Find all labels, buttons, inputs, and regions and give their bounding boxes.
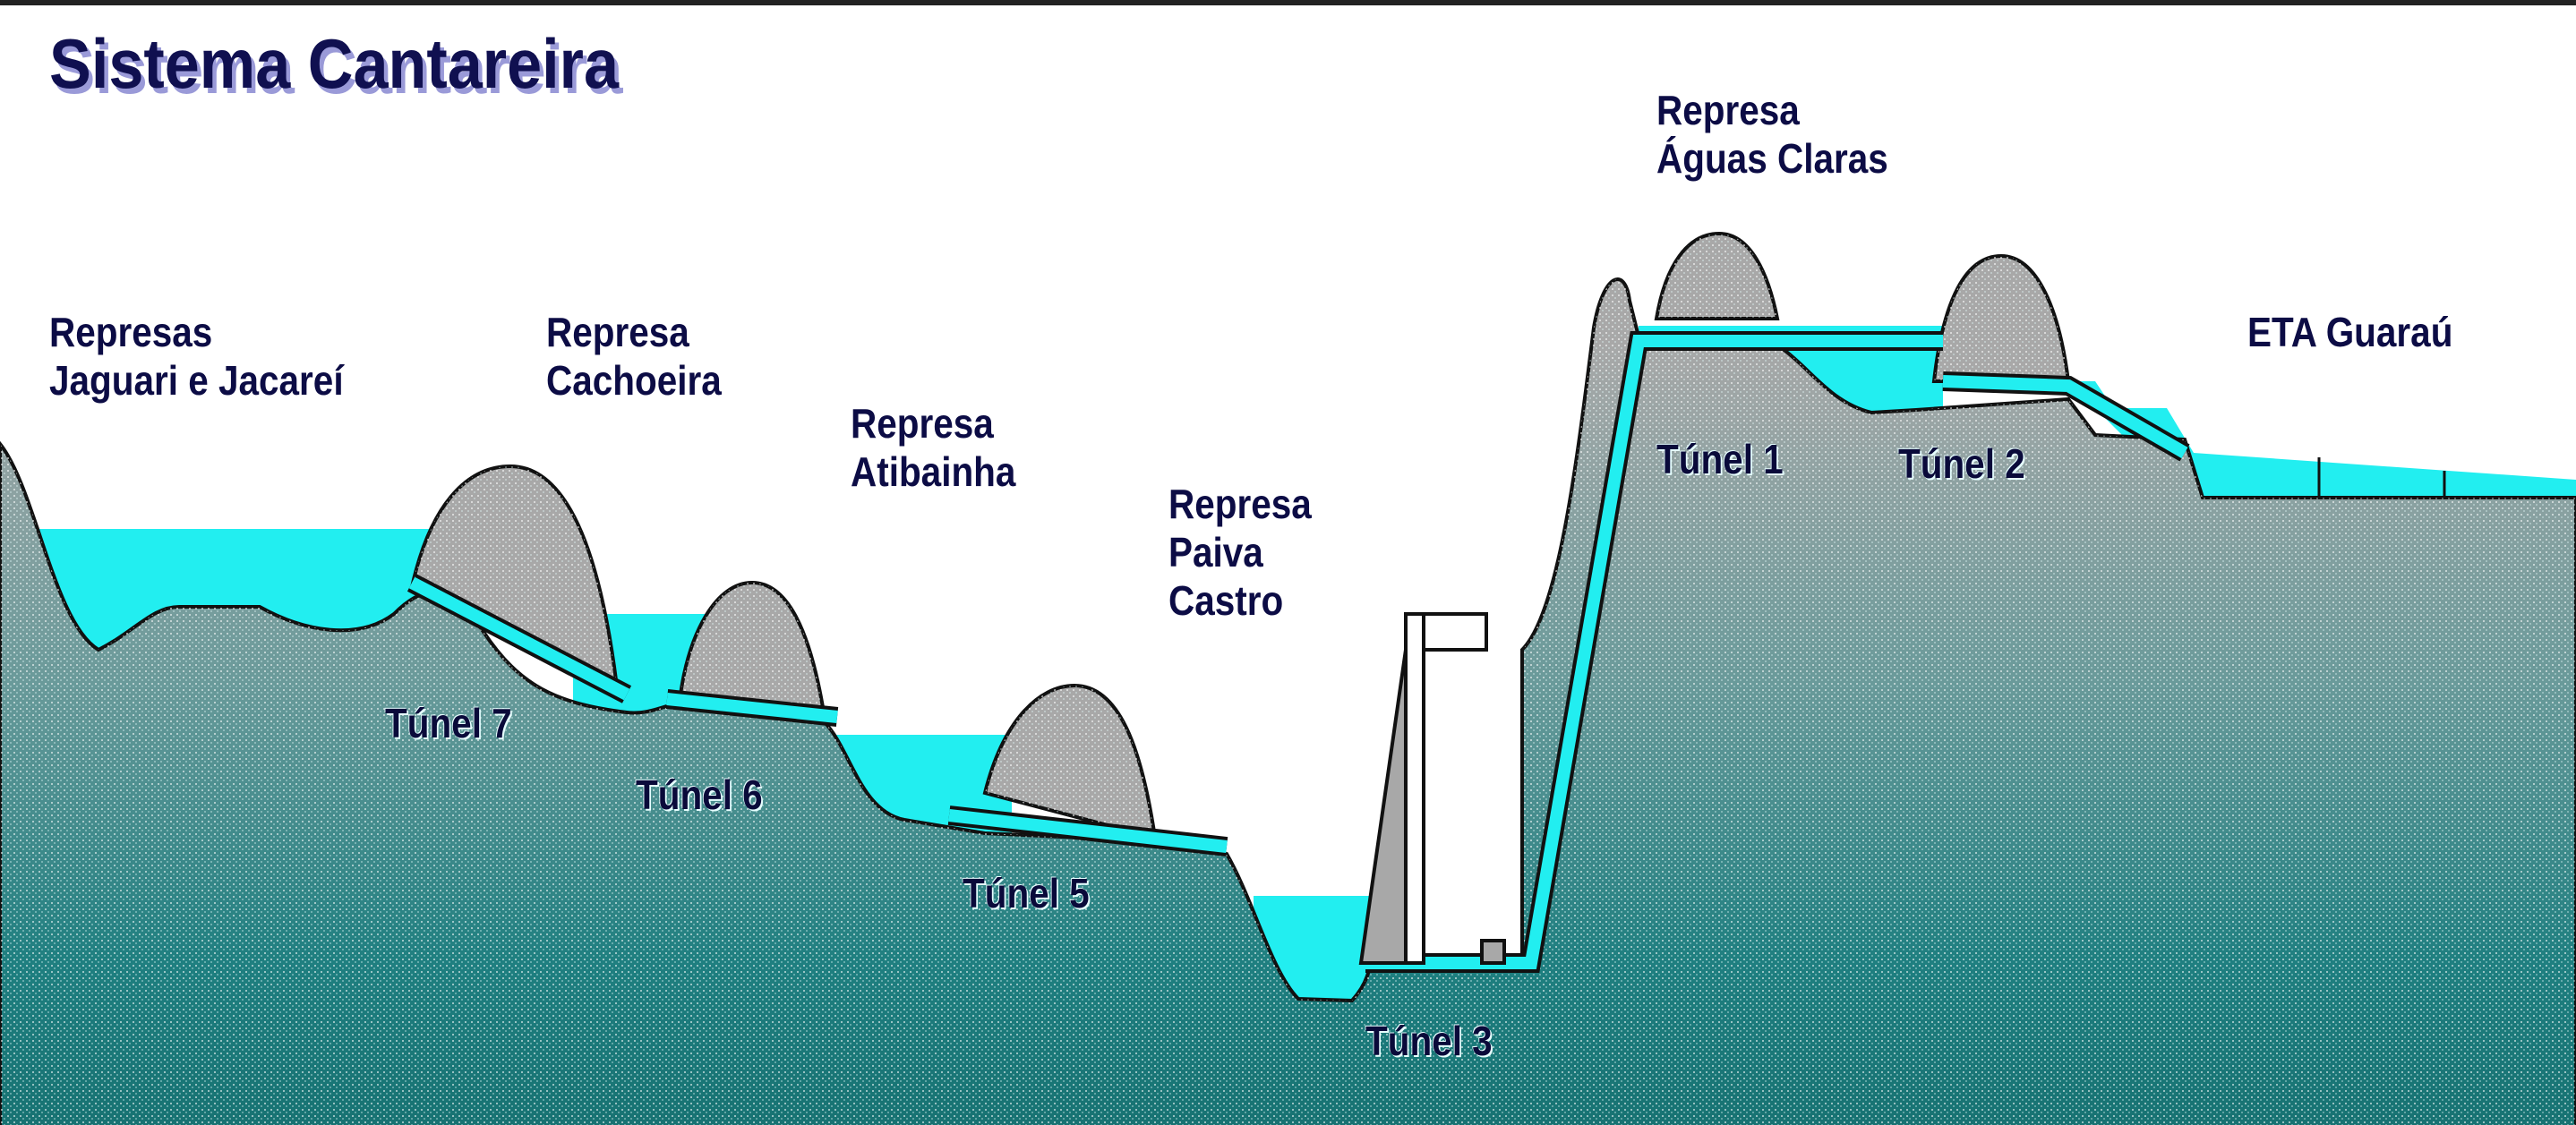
- label-line: Represas: [49, 309, 213, 355]
- label-line: Represa: [851, 400, 994, 447]
- label-tunnel-3: Túnel 3: [1365, 1018, 1493, 1064]
- tunnel-2-pipe: [1942, 375, 2188, 459]
- label-line: Cachoeira: [546, 357, 722, 404]
- label-line: Represa: [1168, 481, 1312, 527]
- tunnel-6-pipe: [666, 693, 838, 723]
- label-line: Represa: [546, 309, 689, 355]
- label-line: Águas Claras: [1656, 135, 1888, 182]
- label-atibainha: Represa Atibainha: [851, 399, 1015, 496]
- label-tunnel-6: Túnel 6: [636, 771, 763, 818]
- pumping-station: [1358, 612, 1506, 965]
- label-aguas-claras: Represa Águas Claras: [1656, 86, 1888, 183]
- label-paiva-castro: Represa Paiva Castro: [1168, 480, 1312, 625]
- label-tunnel-5: Túnel 5: [963, 870, 1090, 916]
- label-tunnel-1: Túnel 1: [1656, 436, 1784, 482]
- label-eta-guarau: ETA Guaraú: [2247, 309, 2453, 355]
- tunnel-5-pipe: [948, 809, 1228, 853]
- label-jaguari-jacarei: Represas Jaguari e Jacareí: [49, 308, 344, 405]
- tunnel-3-pipe: [1365, 335, 1943, 969]
- label-line: Paiva: [1168, 529, 1263, 575]
- label-cachoeira: Represa Cachoeira: [546, 308, 722, 405]
- label-line: Represa: [1656, 87, 1800, 133]
- tunnel-7-pipe: [408, 576, 630, 701]
- label-tunnel-2: Túnel 2: [1898, 440, 2025, 487]
- label-line: Castro: [1168, 577, 1284, 624]
- label-tunnel-7: Túnel 7: [385, 700, 512, 746]
- label-line: Atibainha: [851, 448, 1016, 495]
- tunnels: [407, 331, 2190, 973]
- diagram-title: Sistema Cantareira: [49, 24, 620, 103]
- terrain-cross-section: [0, 231, 2576, 1125]
- label-line: Jaguari e Jacareí: [49, 357, 344, 404]
